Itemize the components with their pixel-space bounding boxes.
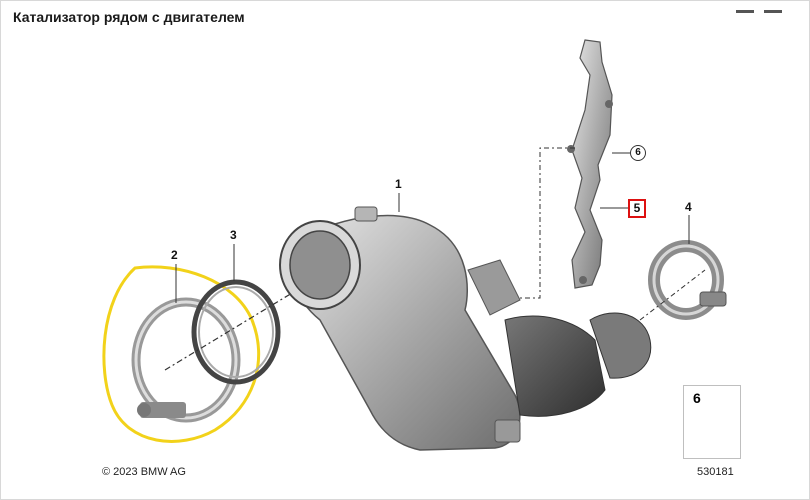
bracket-hole <box>579 276 587 284</box>
window-control[interactable] <box>764 10 782 13</box>
callout-2[interactable]: 2 <box>171 248 178 262</box>
legend-box: 6 <box>683 385 741 459</box>
clamp-bolt <box>140 402 186 418</box>
copyright-text: © 2023 BMW AG <box>102 466 186 478</box>
assembly-axis <box>164 269 331 371</box>
bracket-hole <box>605 100 613 108</box>
callout-5-selected[interactable]: 5 <box>628 199 646 218</box>
callout-6[interactable]: 6 <box>630 145 646 161</box>
clamp-nut <box>137 403 151 417</box>
diagram-title: Катализатор рядом с двигателем <box>13 9 245 25</box>
bracket-leader <box>520 147 575 299</box>
callout-3[interactable]: 3 <box>230 228 237 242</box>
part-clamp[interactable] <box>131 297 241 423</box>
diagram-id: 530181 <box>697 466 734 478</box>
window-control[interactable] <box>735 10 754 13</box>
highlight-outline <box>102 265 261 443</box>
bracket-hole <box>567 145 575 153</box>
part-catalytic-converter[interactable] <box>279 206 652 451</box>
legend-number: 6 <box>693 390 701 406</box>
clamp-band-axis <box>639 269 706 321</box>
part-sealing-ring[interactable] <box>191 279 281 385</box>
top-window-controls <box>730 0 782 18</box>
callout-4[interactable]: 4 <box>685 200 692 214</box>
part-clamp-band[interactable] <box>648 240 727 320</box>
callout-1[interactable]: 1 <box>395 177 402 191</box>
part-bracket[interactable] <box>567 39 613 289</box>
